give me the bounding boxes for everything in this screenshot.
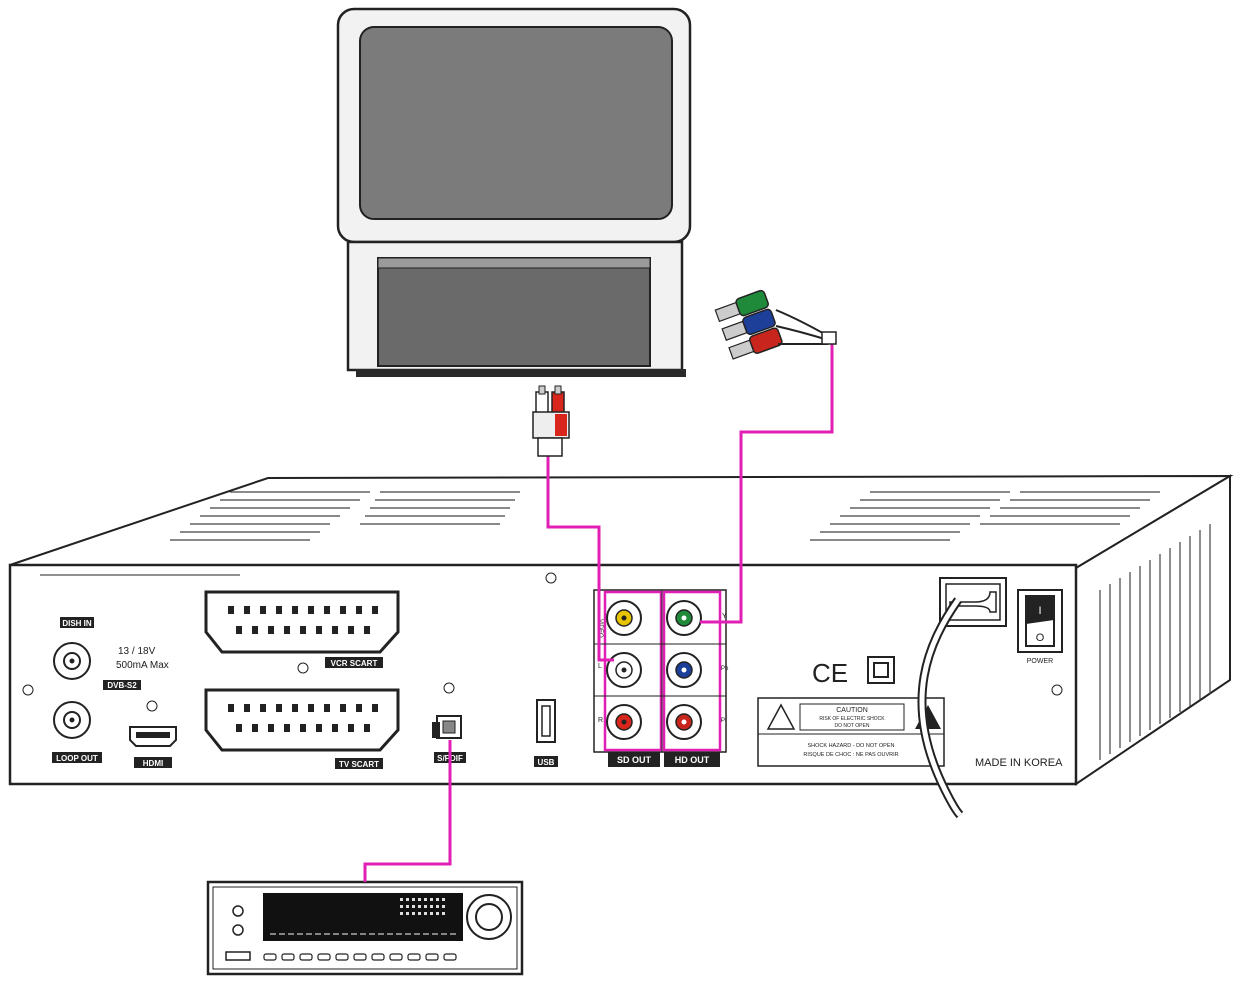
svg-text:O: O (1036, 632, 1045, 644)
svg-text:TV SCART: TV SCART (339, 760, 379, 769)
svg-text:R: R (598, 717, 603, 724)
component-video-plugs (714, 290, 836, 362)
rca-video-jack[interactable] (607, 601, 641, 635)
svg-text:L: L (598, 663, 602, 670)
television (338, 9, 690, 377)
svg-text:SD OUT: SD OUT (617, 755, 652, 765)
svg-text:POWER: POWER (1027, 658, 1053, 665)
svg-text:HD OUT: HD OUT (675, 755, 710, 765)
usb-port[interactable]: USB (534, 700, 558, 767)
caution-label: CAUTION RISK OF ELECTRIC SHOCK DO NOT OP… (758, 698, 944, 766)
component-pb-jack[interactable] (667, 653, 701, 687)
audio-amplifier (208, 882, 522, 974)
rca-audio-right-jack[interactable] (607, 705, 641, 739)
svg-text:LOOP OUT: LOOP OUT (56, 754, 98, 763)
svg-text:DVB-S2: DVB-S2 (107, 681, 137, 690)
svg-text:500mA Max: 500mA Max (116, 660, 169, 671)
svg-text:CE: CE (812, 658, 848, 688)
audio-rca-plugs (533, 386, 569, 456)
component-y-jack[interactable] (667, 601, 701, 635)
svg-text:SHOCK HAZARD - DO NOT OPEN: SHOCK HAZARD - DO NOT OPEN (808, 743, 895, 749)
svg-text:13 / 18V: 13 / 18V (118, 646, 156, 657)
svg-text:HDMI: HDMI (143, 759, 163, 768)
svg-text:DISH IN: DISH IN (62, 619, 92, 628)
component-pr-jack[interactable] (667, 705, 701, 739)
svg-text:Y: Y (722, 613, 727, 620)
svg-text:CAUTION: CAUTION (836, 707, 868, 714)
svg-text:VCR SCART: VCR SCART (331, 659, 378, 668)
made-in-label: MADE IN KOREA (975, 757, 1063, 769)
svg-text:USB: USB (538, 758, 555, 767)
svg-text:RISQUE DE CHOC : NE PAS OUVRIR: RISQUE DE CHOC : NE PAS OUVRIR (803, 752, 898, 758)
svg-text:I: I (1038, 605, 1041, 617)
svg-text:Pr: Pr (721, 718, 727, 724)
svg-text:Pb: Pb (721, 666, 729, 672)
svg-text:DO NOT OPEN: DO NOT OPEN (835, 723, 870, 729)
rca-audio-left-jack[interactable] (607, 653, 641, 687)
svg-text:RISK OF ELECTRIC SHOCK: RISK OF ELECTRIC SHOCK (819, 716, 885, 722)
